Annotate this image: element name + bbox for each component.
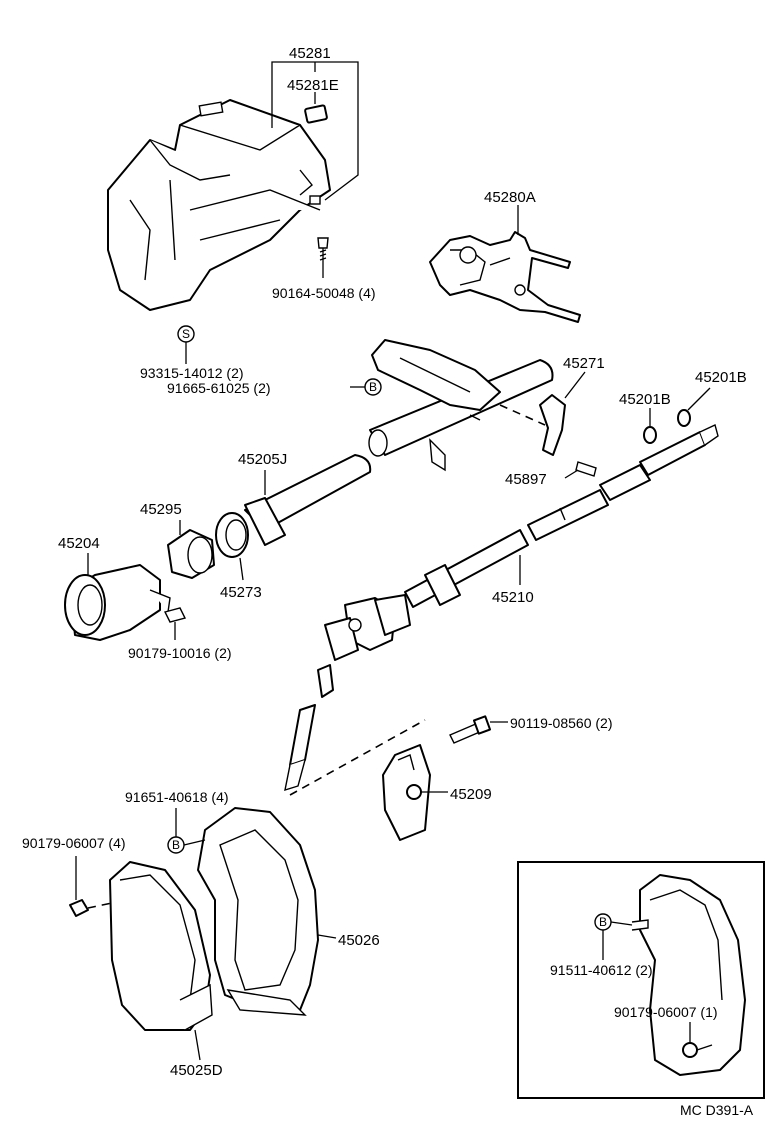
- label-90164-50048: 90164-50048 (4): [272, 285, 376, 301]
- label-45295: 45295: [140, 501, 182, 518]
- label-91651-40618: 91651-40618 (4): [125, 789, 229, 805]
- b-marker-1-text: B: [369, 380, 377, 394]
- label-90179-06007-1: 90179-06007 (1): [614, 1004, 718, 1020]
- intermediate-shaft-part: [284, 704, 426, 796]
- screw-90164: [317, 237, 329, 278]
- b-marker-3-text: B: [599, 915, 607, 929]
- s-marker: S: [177, 325, 195, 364]
- housing-45204-part: [64, 553, 171, 641]
- b-marker-91665: B: [350, 378, 382, 396]
- label-45897: 45897: [505, 471, 547, 488]
- bracket-45280A-part: [429, 205, 581, 323]
- main-shaft-45210-part: [404, 424, 719, 608]
- ring-45295-part: [167, 520, 215, 579]
- label-90179-10016: 90179-10016 (2): [128, 645, 232, 661]
- column-tube-45205J-part: [244, 454, 372, 546]
- label-45205J: 45205J: [238, 451, 287, 468]
- label-45026: 45026: [338, 932, 380, 949]
- lower-cover-45026-part: [197, 807, 337, 1016]
- label-45201B-b: 45201B: [695, 369, 747, 386]
- label-45271: 45271: [563, 355, 605, 372]
- leader-45281: [271, 61, 359, 201]
- lower-cover-45025D-part: [109, 861, 213, 1061]
- ring-45201B-a: [643, 408, 657, 444]
- label-45209: 45209: [450, 786, 492, 803]
- universal-joint-part: [317, 594, 411, 698]
- nut-90179-06007: [69, 856, 113, 917]
- b-marker-91651: B: [167, 808, 206, 854]
- b-marker-2-text: B: [172, 838, 180, 852]
- label-45210: 45210: [492, 589, 534, 606]
- label-90179-06007: 90179-06007 (4): [22, 835, 126, 851]
- upper-column-tube-part: [368, 339, 554, 472]
- label-45281E: 45281E: [287, 77, 339, 94]
- label-45204: 45204: [58, 535, 100, 552]
- nut-90179-10016: [163, 607, 187, 640]
- column-cover-part: [107, 99, 331, 311]
- s-marker-text: S: [182, 327, 190, 341]
- label-91511-40612: 91511-40612 (2): [550, 962, 652, 978]
- ring-45201B-b: [677, 387, 711, 427]
- inset-box: B: [517, 861, 765, 1099]
- spacer-45271-part: [539, 371, 586, 456]
- footer-code: MC D391-A: [680, 1102, 754, 1118]
- label-45201B-a: 45201B: [619, 391, 671, 408]
- bolt-45897: [564, 461, 597, 479]
- cover-cap-part: [304, 104, 328, 124]
- label-45280A: 45280A: [484, 189, 536, 206]
- bearing-45273-part: [215, 512, 249, 581]
- label-91665-61025: 91665-61025 (2): [167, 380, 271, 396]
- label-90119-08560: 90119-08560 (2): [510, 715, 612, 731]
- label-45281: 45281: [289, 45, 331, 62]
- label-45273: 45273: [220, 584, 262, 601]
- label-93315-14012: 93315-14012 (2): [140, 365, 244, 381]
- bolt-90119: [449, 715, 508, 744]
- label-45025D: 45025D: [170, 1062, 223, 1079]
- joint-45209-part: [382, 744, 448, 841]
